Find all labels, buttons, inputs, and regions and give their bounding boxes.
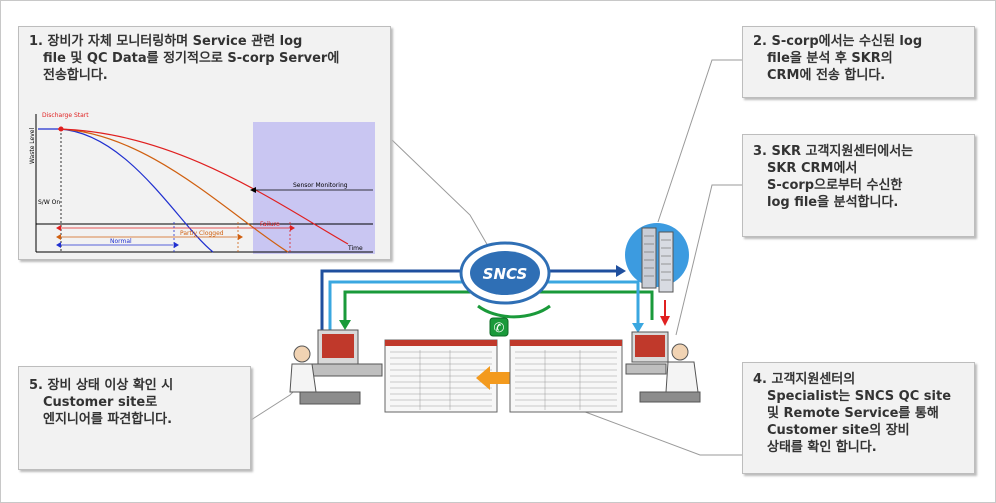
failure-zone xyxy=(253,122,375,254)
connector-b1 xyxy=(391,139,489,247)
step-5-line-2: Customer site로 xyxy=(43,395,158,410)
green-arrowhead-down xyxy=(339,320,351,330)
sncs-logo-text: SNCS xyxy=(483,265,528,283)
step-4-line-4: Customer site의 장비 xyxy=(767,423,910,438)
phone-icon xyxy=(489,317,509,337)
phone-icon-glyph: ✆ xyxy=(494,321,505,336)
connector-b3 xyxy=(675,184,742,336)
blue-arrowhead-right xyxy=(616,265,626,277)
customer-operator-illustration xyxy=(289,329,383,405)
step-1-line-1: 1. 장비가 자체 모니터링하며 Service 관련 log xyxy=(29,34,303,49)
x-axis-label: Time xyxy=(347,245,363,252)
cyan-arrowhead-down xyxy=(632,323,644,333)
step-3-line-2: SKR CRM에서 xyxy=(767,161,858,176)
step-1-line-3: 전송합니다. xyxy=(43,68,108,83)
connector-b2 xyxy=(657,59,742,223)
green-ring xyxy=(477,304,551,319)
step-4-box: 4. 고객지원센터의 Specialist는 SNCS QC site 및 Re… xyxy=(742,362,975,474)
partly-clogged-curve xyxy=(57,128,289,253)
step-5-box: 5. 장비 상태 이상 확인 시 Customer site로 엔지니어를 파견… xyxy=(18,366,251,470)
red-arrowhead xyxy=(660,316,670,326)
step-3-box: 3. SKR 고객지원센터에서는 SKR CRM에서 S-corp으로부터 수신… xyxy=(742,134,975,237)
step-3-line-3: S-corp으로부터 수신한 xyxy=(767,178,903,193)
step-4-line-1: 4. 고객지원센터의 xyxy=(753,372,856,387)
partly-clogged-label: Partly Clogged xyxy=(180,230,224,237)
step-3-line-1: 3. SKR 고객지원센터에서는 xyxy=(753,144,914,159)
normal-curve xyxy=(38,128,214,253)
step-2-line-2: file을 분석 후 SKR의 xyxy=(767,51,893,66)
step-4-line-2: Specialist는 SNCS QC site xyxy=(767,389,952,404)
step-4-line-3: 및 Remote Service를 통해 xyxy=(767,406,939,421)
step-5-line-1: 5. 장비 상태 이상 확인 시 xyxy=(29,378,174,393)
sw-on-label: S/W On xyxy=(38,199,60,206)
step-2-line-1: 2. S-corp에서는 수신된 log xyxy=(753,34,923,49)
sensor-monitoring-label: Sensor Monitoring xyxy=(293,182,348,189)
specialist-illustration xyxy=(625,331,701,403)
connector-b4 xyxy=(579,409,742,456)
step-4-line-5: 상태를 확인 합니다. xyxy=(767,440,877,455)
sncs-logo-bg xyxy=(470,251,540,295)
y-axis-label: Waste Level xyxy=(29,128,36,164)
normal-label: Normal xyxy=(110,238,132,245)
step-5-line-3: 엔지니어를 파견합니다. xyxy=(43,412,173,427)
server-rack-left xyxy=(641,227,657,289)
step-3-line-4: log file을 분석합니다. xyxy=(767,195,899,210)
qc-site-screen-right xyxy=(509,339,623,413)
waste-level-chart: Discharge Start Waste Level S/W On Senso… xyxy=(29,112,375,254)
failure-label: Failure xyxy=(260,221,280,228)
step-1-line-2: file 및 QC Data를 정기적으로 S-corp Server에 xyxy=(43,51,340,66)
failure-curve xyxy=(57,128,349,245)
step-2-box: 2. S-corp에서는 수신된 log file을 분석 후 SKR의 CRM… xyxy=(742,26,975,98)
discharge-start-label: Discharge Start xyxy=(42,112,89,119)
server-globe-icon xyxy=(625,223,689,287)
step-2-line-3: CRM에 전송 합니다. xyxy=(767,68,886,83)
discharge-start-marker xyxy=(58,126,64,132)
server-rack-right xyxy=(658,231,674,293)
